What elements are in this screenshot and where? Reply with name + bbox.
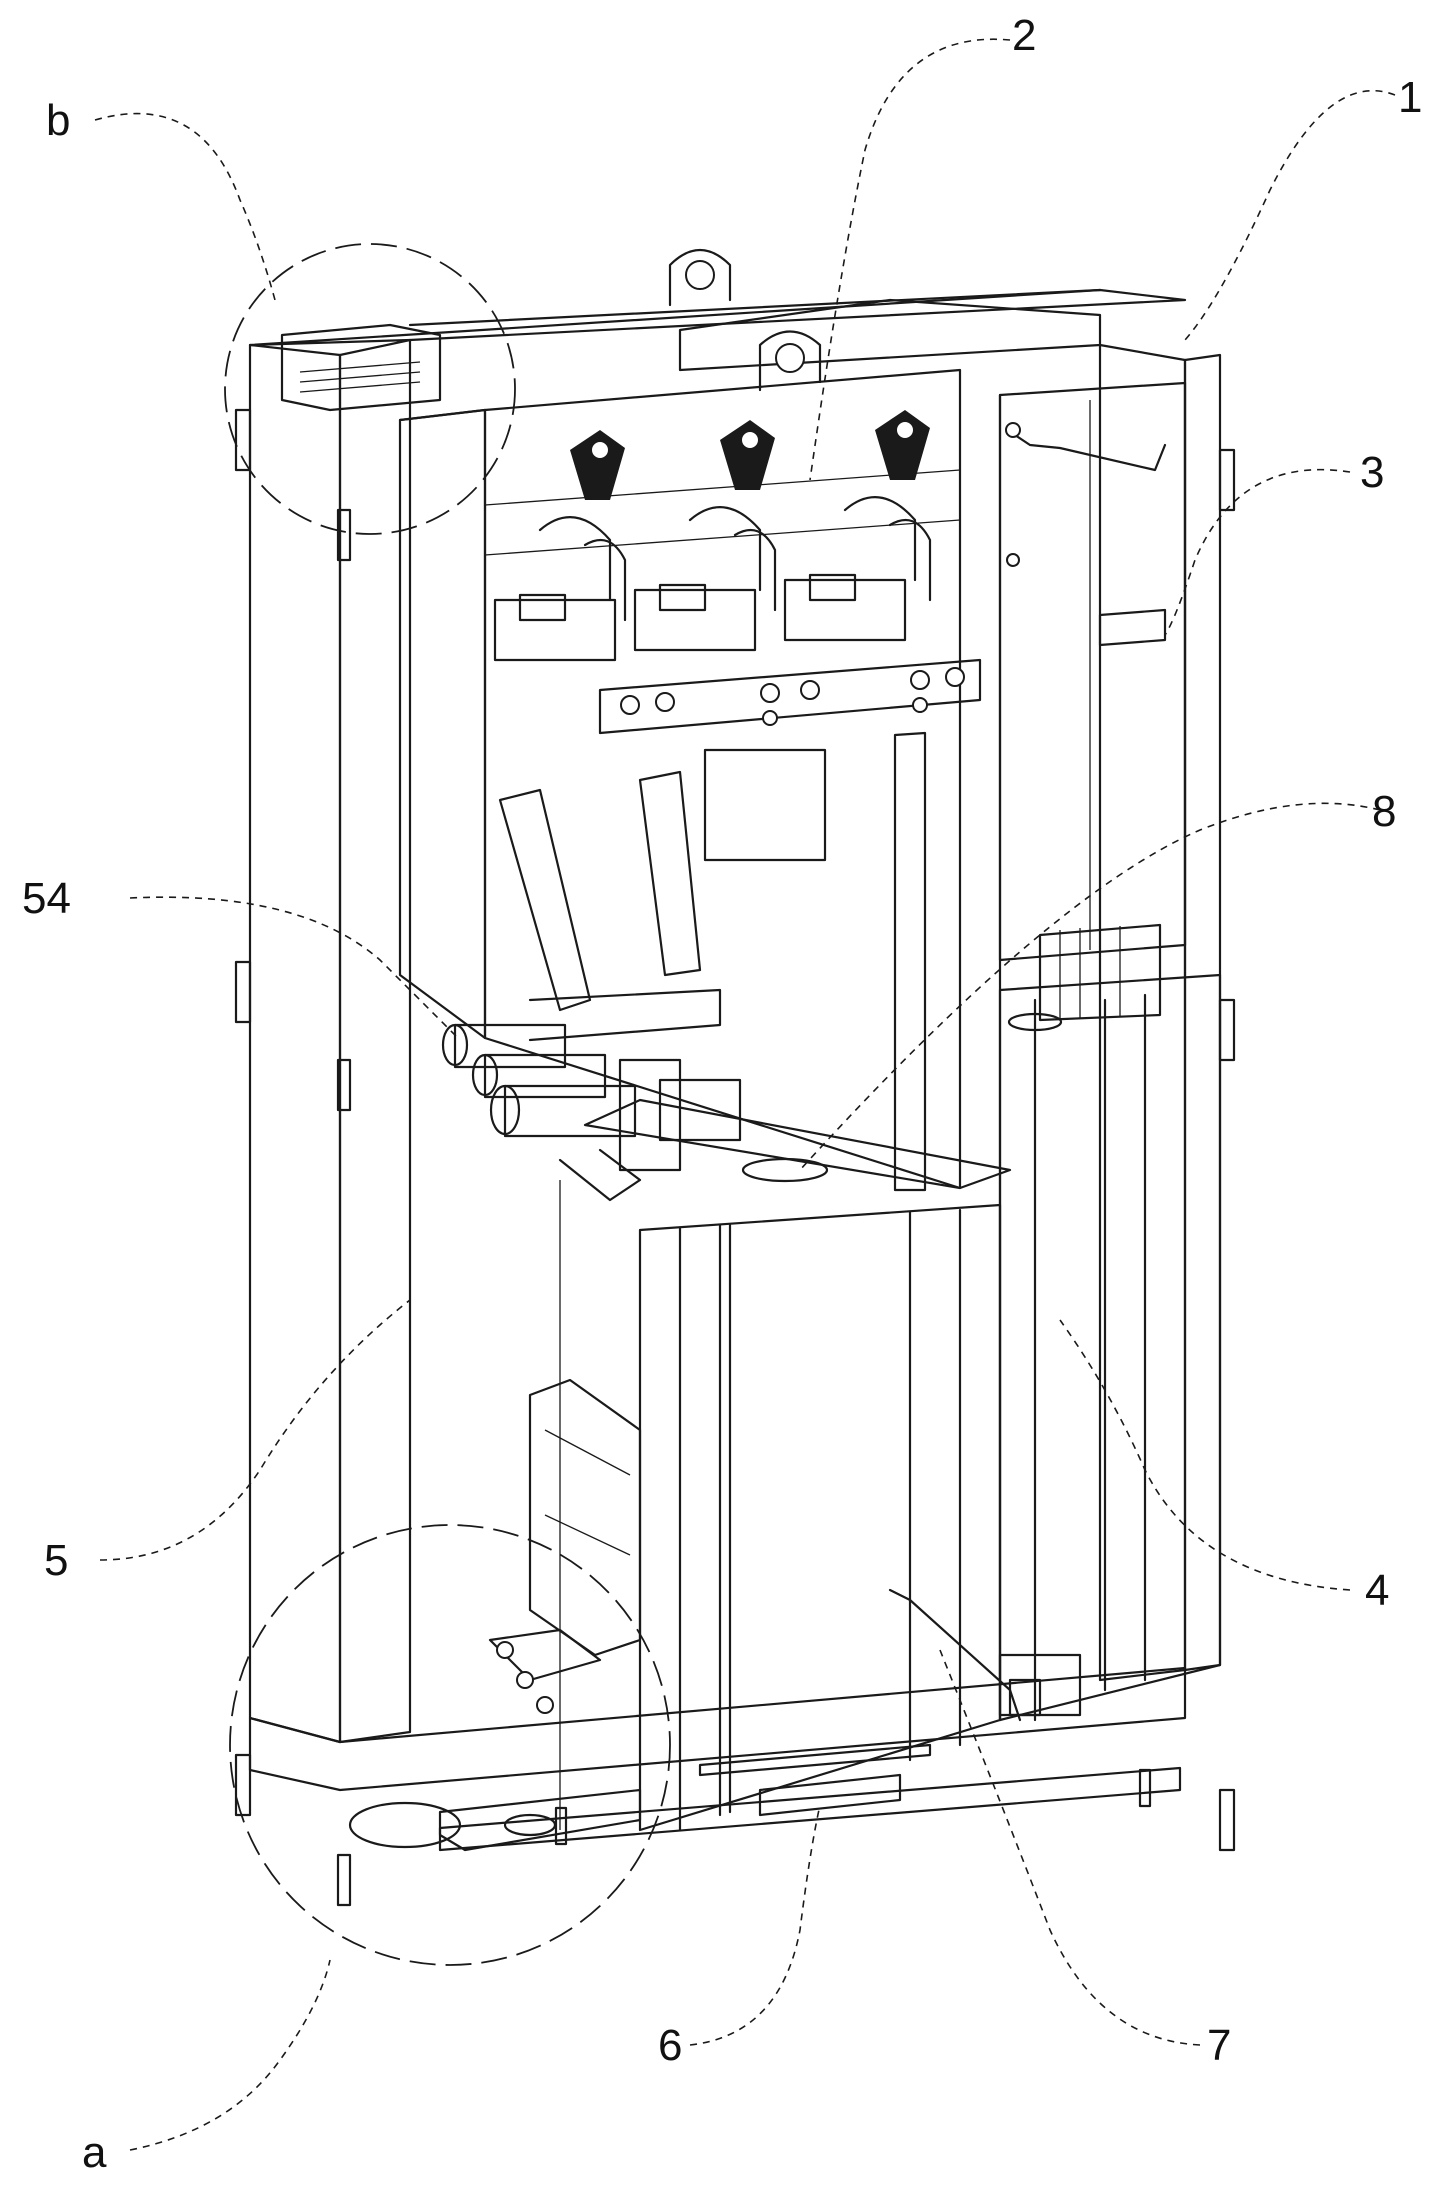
label-7: 7 <box>1207 2021 1231 2070</box>
cable-arms <box>500 733 925 1190</box>
cabinet-frame <box>236 250 1234 1905</box>
label-2: 2 <box>1012 11 1036 60</box>
leader-6 <box>690 1805 820 2045</box>
operating-mechanism <box>443 1025 740 1200</box>
reference-labels: b 2 1 3 8 54 5 4 7 6 a <box>22 11 1422 2177</box>
detail-circle-a <box>230 1525 670 1965</box>
switch-assembly-3 <box>785 410 930 640</box>
label-8: 8 <box>1372 787 1396 836</box>
leader-a <box>130 1960 330 2150</box>
leader-7 <box>940 1650 1200 2045</box>
label-4: 4 <box>1365 1566 1389 1615</box>
label-a: a <box>82 2128 107 2177</box>
leader-1 <box>1185 91 1395 340</box>
label-1: 1 <box>1398 73 1422 122</box>
busbar-plate <box>600 660 980 733</box>
switch-assembly-1 <box>495 430 625 660</box>
detail-circle-b <box>225 244 515 534</box>
label-3: 3 <box>1360 448 1384 497</box>
leader-3 <box>1165 470 1350 635</box>
leader-5 <box>100 1300 410 1560</box>
leader-4 <box>1060 1320 1350 1590</box>
right-compartments <box>1000 383 1220 1720</box>
label-5: 5 <box>44 1536 68 1585</box>
label-54: 54 <box>22 874 71 923</box>
label-6: 6 <box>658 2021 682 2070</box>
label-b: b <box>46 96 70 145</box>
leader-b <box>95 114 275 300</box>
lower-compartment <box>560 1180 1020 1830</box>
leader-lines <box>95 39 1395 2150</box>
